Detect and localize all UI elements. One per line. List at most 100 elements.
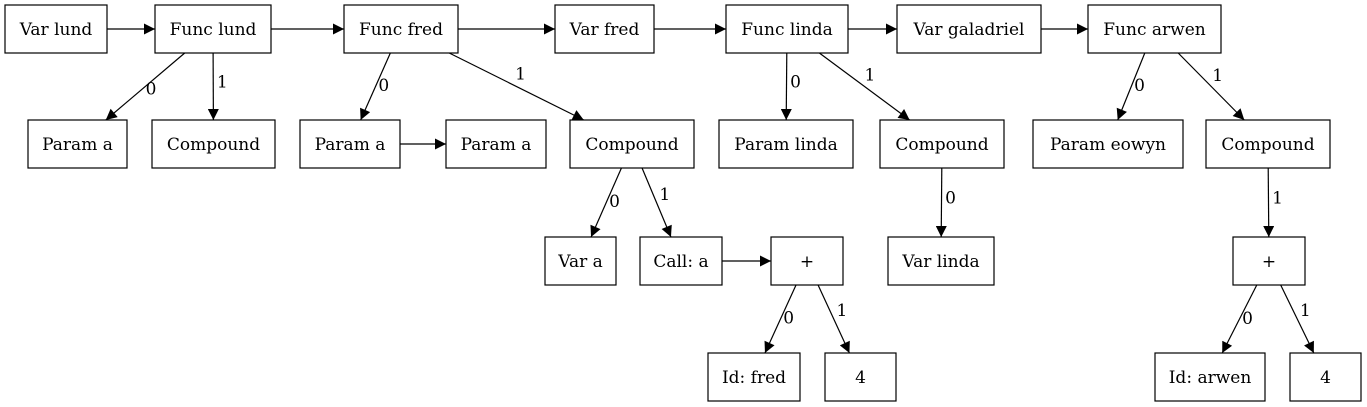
node-fred-var-a: Var a xyxy=(544,236,617,286)
edge-label: 1 xyxy=(1300,301,1311,321)
node-box xyxy=(639,236,723,286)
node-fred-plus: + xyxy=(770,236,844,286)
node-label: Var lund xyxy=(19,20,93,40)
node-label: Var fred xyxy=(569,20,640,40)
edge-func-lund-to-lund-param-a: 0 xyxy=(105,52,186,121)
edge-label: 0 xyxy=(378,76,389,96)
edge-label: 0 xyxy=(1134,76,1145,96)
node-label: Param eowyn xyxy=(1050,135,1166,155)
edge-label: 0 xyxy=(609,192,620,212)
edge-line xyxy=(105,52,186,121)
node-fred-4: 4 xyxy=(824,352,897,402)
edge-arwen-plus-to-arwen-4: 1 xyxy=(1280,284,1315,354)
edge-line xyxy=(590,167,622,238)
node-box xyxy=(770,236,844,286)
node-arwen-plus: + xyxy=(1232,236,1306,286)
node-fred-call-a: Call: a xyxy=(639,236,723,286)
edge-line xyxy=(817,284,850,354)
node-var-galadriel: Var galadriel xyxy=(896,4,1042,54)
node-box xyxy=(718,119,854,169)
edge-linda-compound-to-linda-var: 0 xyxy=(935,167,956,238)
node-arwen-param: Param eowyn xyxy=(1032,119,1184,169)
node-box xyxy=(1289,352,1362,402)
node-label: + xyxy=(1262,252,1276,272)
edge-line xyxy=(641,167,672,238)
node-linda-param: Param linda xyxy=(718,119,854,169)
node-label: Var galadriel xyxy=(913,20,1025,40)
edge-label: 1 xyxy=(659,185,670,205)
node-label: Id: fred xyxy=(722,368,786,388)
node-func-lund: Func lund xyxy=(154,4,272,54)
edge-line xyxy=(1280,284,1315,354)
node-label: Compound xyxy=(585,135,678,155)
node-linda-var: Var linda xyxy=(887,236,995,286)
node-label: 4 xyxy=(855,368,866,388)
node-fred-id: Id: fred xyxy=(707,352,801,402)
node-box xyxy=(725,4,849,54)
node-box xyxy=(299,119,401,169)
edge-fred-plus-to-fred-id: 0 xyxy=(764,284,797,354)
node-label: Func linda xyxy=(741,20,832,40)
node-box xyxy=(896,4,1042,54)
edge-fred-plus-to-fred-4: 1 xyxy=(817,284,850,354)
edge-arwen-plus-to-arwen-id: 0 xyxy=(1221,284,1258,354)
node-arwen-compound: Compound xyxy=(1205,119,1331,169)
node-linda-compound: Compound xyxy=(879,119,1005,169)
edge-line xyxy=(780,52,792,121)
edge-label: 1 xyxy=(515,64,526,84)
edge-label: 1 xyxy=(217,72,228,92)
node-func-fred: Func fred xyxy=(343,4,459,54)
node-label: Compound xyxy=(895,135,988,155)
node-box xyxy=(544,236,617,286)
node-box xyxy=(707,352,801,402)
node-label: + xyxy=(800,252,814,272)
node-fred-param-a2: Param a xyxy=(445,119,547,169)
edge-label: 0 xyxy=(146,79,157,99)
edge-line xyxy=(1221,284,1258,354)
node-var-lund: Var lund xyxy=(4,4,108,54)
node-fred-compound: Compound xyxy=(569,119,695,169)
edge-line xyxy=(448,52,585,121)
edge-func-linda-to-linda-compound: 1 xyxy=(818,52,911,121)
node-box xyxy=(343,4,459,54)
edge-func-lund-to-lund-compound: 1 xyxy=(207,52,228,121)
node-box xyxy=(879,119,1005,169)
edge-fred-compound-to-fred-var-a: 0 xyxy=(590,167,622,238)
edge-label: 1 xyxy=(1272,188,1283,208)
node-label: Param a xyxy=(461,135,532,155)
node-box xyxy=(151,119,276,169)
edge-line xyxy=(1263,167,1275,238)
node-label: Compound xyxy=(1221,135,1314,155)
edge-label: 0 xyxy=(1242,309,1253,329)
node-box xyxy=(554,4,655,54)
node-arwen-id: Id: arwen xyxy=(1154,352,1266,402)
edge-line xyxy=(818,52,911,121)
node-lund-compound: Compound xyxy=(151,119,276,169)
node-label: Var linda xyxy=(901,252,979,272)
node-label: 4 xyxy=(1320,368,1331,388)
node-box xyxy=(445,119,547,169)
node-box xyxy=(27,119,128,169)
edge-label: 1 xyxy=(864,65,875,85)
node-label: Func fred xyxy=(359,20,443,40)
edge-line xyxy=(360,52,391,121)
node-label: Func lund xyxy=(170,20,257,40)
node-box xyxy=(887,236,995,286)
node-label: Var a xyxy=(557,252,603,272)
node-box xyxy=(1232,236,1306,286)
edge-line xyxy=(1116,52,1146,121)
edge-label: 0 xyxy=(790,73,801,93)
node-label: Func arwen xyxy=(1103,20,1205,40)
node-label: Param linda xyxy=(734,135,837,155)
edge-label: 0 xyxy=(783,309,794,329)
node-label: Compound xyxy=(167,135,260,155)
node-arwen-4: 4 xyxy=(1289,352,1362,402)
edge-line xyxy=(1177,52,1245,121)
node-box xyxy=(4,4,108,54)
node-box xyxy=(824,352,897,402)
edge-label: 1 xyxy=(837,301,848,321)
node-lund-param-a: Param a xyxy=(27,119,128,169)
node-box xyxy=(1205,119,1331,169)
